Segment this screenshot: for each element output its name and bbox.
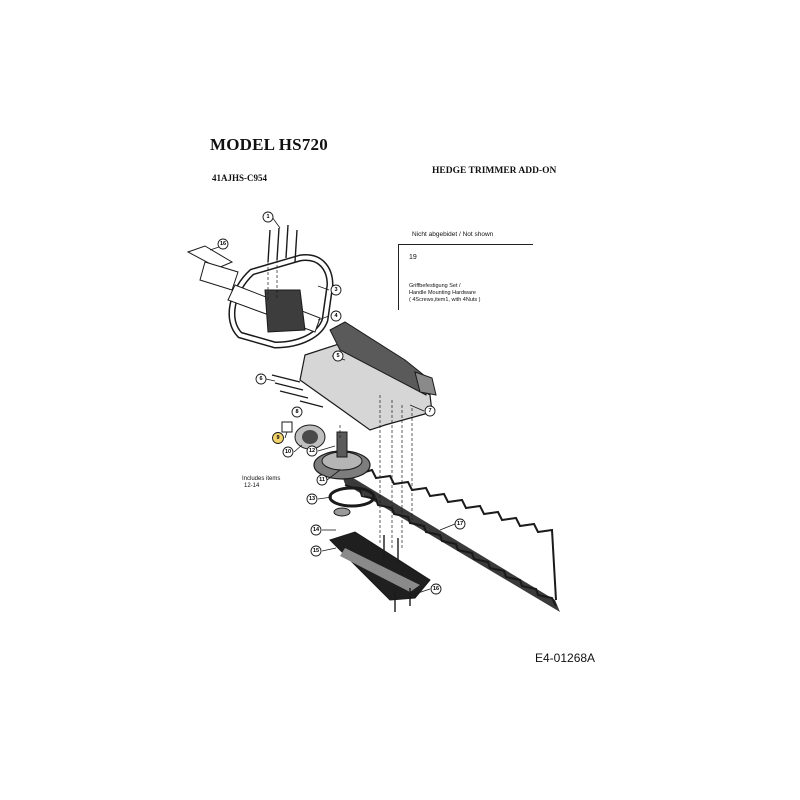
- callout-label: 12: [309, 448, 315, 454]
- callout-label: 9: [276, 435, 279, 441]
- callout-label: 11: [319, 477, 325, 483]
- handle-screws: [267, 224, 298, 263]
- not-shown-header: Nicht abgebidet / Not shown: [412, 231, 494, 238]
- document-id: E4-01268A: [535, 651, 596, 665]
- gear-housing-top: [299, 321, 437, 431]
- callout-label: 1: [266, 214, 269, 220]
- callout-4: 4: [330, 310, 342, 322]
- callout-label: 7: [428, 408, 431, 414]
- callout-label: 10: [285, 449, 291, 455]
- not-shown-line: Griffbefestigung Set /: [409, 283, 461, 289]
- callout-9-highlighted: 9: [272, 432, 284, 444]
- callout-5: 5: [332, 350, 344, 362]
- housing-screws: [271, 374, 324, 408]
- hedge-blade: [339, 464, 560, 612]
- callout-13: 13: [306, 493, 318, 505]
- not-shown-line: ( 4Screws,item1, with 4Nuts ): [409, 297, 481, 303]
- note-bracket: [398, 244, 399, 310]
- callout-17: 17: [454, 518, 466, 530]
- includes-note: Includes items 12-14: [242, 476, 280, 490]
- callout-label: 15: [313, 548, 319, 554]
- callout-6: 6: [255, 373, 267, 385]
- callout-label: 3: [334, 287, 337, 293]
- callout-label: 8: [295, 409, 298, 415]
- note-divider: [398, 244, 533, 245]
- callout-16-bottom: 16: [430, 583, 442, 595]
- callout-label: 16: [220, 241, 226, 247]
- callout-label: 5: [336, 353, 339, 359]
- drive-shaft: [186, 245, 321, 333]
- callout-label: 4: [334, 313, 338, 319]
- model-code: 41AJHS-C954: [212, 173, 268, 183]
- callout-16-top: 16: [217, 238, 229, 250]
- callout-label: 13: [309, 496, 315, 502]
- leader-lines: [209, 216, 456, 596]
- callout-1: 1: [262, 211, 274, 223]
- callout-label: 17: [457, 521, 463, 527]
- not-shown-item-number: 19: [409, 254, 417, 261]
- section-title: HEDGE TRIMMER ADD-ON: [432, 166, 557, 176]
- assembly-guides: [267, 260, 413, 550]
- callout-3: 3: [330, 284, 342, 296]
- bottom-screws: [383, 535, 411, 612]
- callout-label: 14: [313, 527, 320, 533]
- callout-14: 14: [310, 524, 322, 536]
- callout-11: 11: [316, 474, 328, 486]
- callout-8: 8: [291, 406, 303, 418]
- includes-range: 12-14: [244, 483, 260, 489]
- callout-label: 16: [433, 586, 439, 592]
- callout-15: 15: [310, 545, 322, 557]
- not-shown-line: Handle Mounting Hardware: [409, 290, 476, 296]
- callout-7: 7: [424, 405, 436, 417]
- callout-label: 6: [259, 376, 262, 382]
- model-title: MODEL HS720: [210, 135, 328, 154]
- gear-wheel: [313, 431, 371, 480]
- front-handle: [228, 254, 334, 349]
- bearing-assembly: [281, 421, 326, 450]
- includes-line: Includes items: [242, 476, 281, 482]
- callout-10: 10: [282, 446, 294, 458]
- bottom-guard: [329, 531, 431, 601]
- callout-12: 12: [306, 445, 318, 457]
